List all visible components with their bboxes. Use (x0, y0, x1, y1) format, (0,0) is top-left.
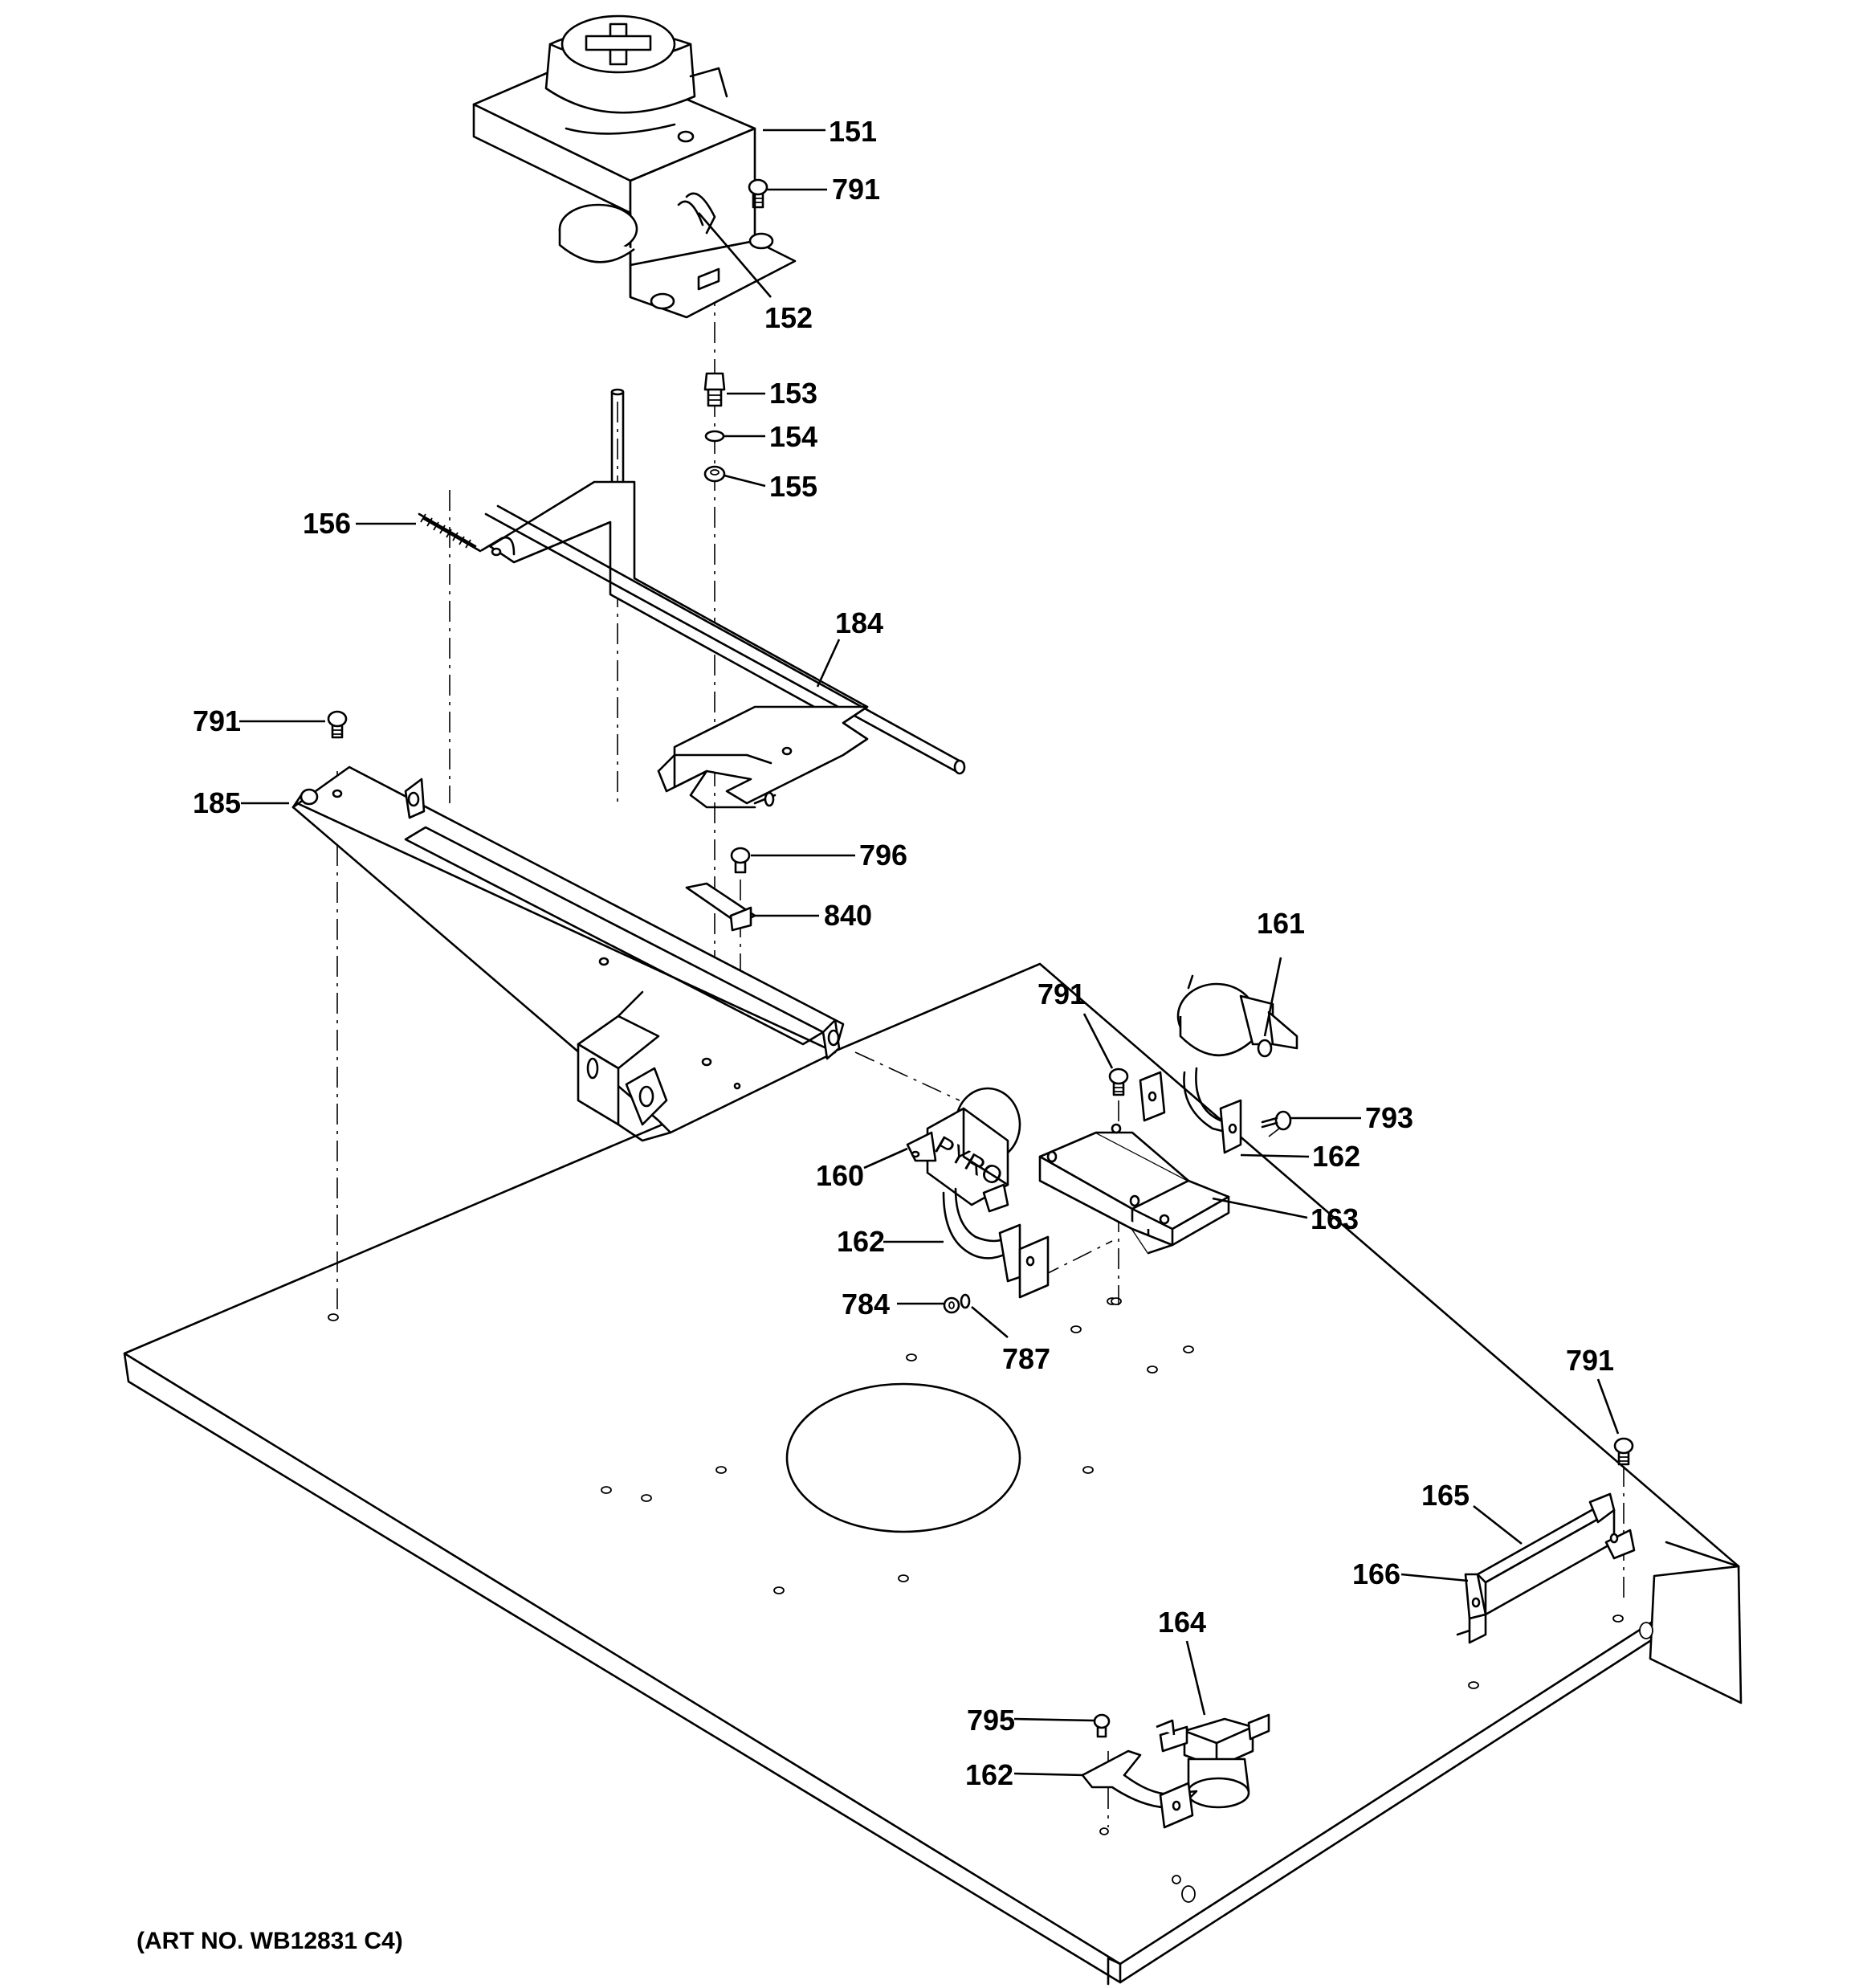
screw-793 (1261, 1110, 1292, 1131)
callout-163: 163 (1311, 1202, 1359, 1235)
nut-155 (703, 465, 726, 483)
callout-784: 784 (842, 1288, 890, 1321)
retainer-162-lower (1081, 1749, 1198, 1829)
callout-166: 166 (1352, 1557, 1400, 1590)
screw-795 (1093, 1713, 1111, 1738)
callout-160: 160 (816, 1159, 864, 1192)
panel-cutout (785, 1382, 1021, 1533)
callout-153: 153 (769, 377, 817, 410)
callout-154: 154 (769, 420, 817, 453)
actuator-rod-184 (480, 388, 966, 809)
callout-162-lower: 162 (965, 1758, 1013, 1791)
washer-787 (960, 1293, 971, 1309)
bracket-185 (291, 765, 845, 1142)
screw-791-center (1108, 1067, 1129, 1096)
pyro-thermostat-160: PYRO (906, 1087, 1021, 1213)
screw-791-left (327, 710, 348, 739)
callout-162-upper: 162 (1312, 1140, 1360, 1173)
bracket-165-166 (1456, 1492, 1636, 1644)
retainer-162-left (942, 1187, 1050, 1299)
base-panel (123, 962, 1743, 1986)
stud-153 (703, 372, 726, 407)
leader-lines (239, 129, 1620, 1777)
callout-793: 793 (1365, 1101, 1413, 1134)
motor-assembly-151 (472, 14, 797, 319)
callout-791-right: 791 (1566, 1344, 1614, 1377)
retainer-162-upper (1139, 1067, 1242, 1154)
callout-165: 165 (1421, 1479, 1470, 1512)
callout-791-left: 791 (193, 704, 241, 737)
callout-795: 795 (967, 1704, 1015, 1737)
callout-151: 151 (829, 115, 877, 148)
washer-154 (704, 430, 725, 443)
callout-796: 796 (859, 839, 907, 872)
callout-164: 164 (1158, 1606, 1206, 1639)
callout-791-top: 791 (832, 173, 880, 206)
callout-156: 156 (303, 507, 351, 540)
screw-791-right (1613, 1437, 1634, 1466)
callout-185: 185 (193, 786, 241, 819)
callout-787: 787 (1002, 1342, 1050, 1375)
callout-152: 152 (764, 301, 813, 334)
spring-156 (418, 512, 482, 553)
callout-labels: 151 791 152 153 154 155 156 184 791 185 … (193, 115, 1614, 1791)
screw-796 (730, 847, 751, 874)
mounting-bracket-163 (1038, 1123, 1230, 1255)
panel-holes (328, 1297, 1653, 1903)
callout-791-center: 791 (1037, 978, 1086, 1010)
callout-162-left: 162 (837, 1225, 885, 1258)
callout-155: 155 (769, 470, 817, 503)
callout-161: 161 (1257, 907, 1305, 940)
screw-791-top (748, 178, 768, 209)
thermostat-164 (1156, 1713, 1270, 1809)
callout-840: 840 (824, 899, 872, 932)
clip-840 (685, 882, 756, 932)
thermostat-161 (1176, 974, 1298, 1058)
callout-184: 184 (835, 606, 883, 639)
nut-784 (943, 1296, 960, 1314)
art-number: (ART NO. WB12831 C4) (137, 1928, 403, 1954)
